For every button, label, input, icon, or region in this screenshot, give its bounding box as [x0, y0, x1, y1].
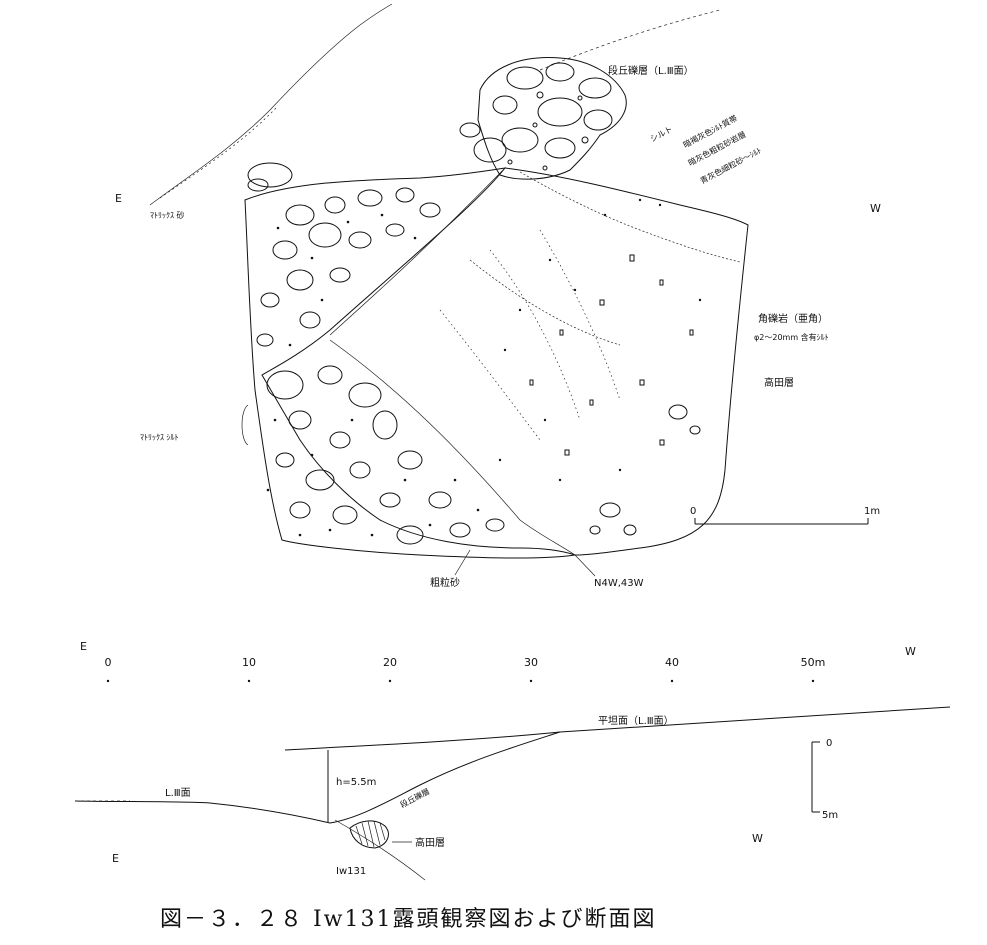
label-site: Iw131 [336, 866, 366, 877]
distance-tick-mark [529, 679, 533, 683]
profile-dir-west: W [905, 645, 916, 658]
scale-start: 0 [690, 506, 696, 517]
dir-east-upper: E [115, 192, 122, 205]
distance-axis: 0 10 20 30 40 50m [105, 656, 826, 683]
vscale-bottom: 5m [822, 810, 838, 821]
ground-profile [74, 731, 561, 824]
bracket-matrix-silt [241, 404, 249, 446]
scale-bar: 0 1m [690, 506, 880, 525]
label-matrix-sand: ﾏﾄﾘｯｸｽ 砂 [150, 210, 185, 220]
label-takata-profile: 高田層 [415, 836, 445, 849]
label-terrace-gravel-profile: 段丘礫層 [398, 786, 431, 810]
label-takata-formation: 高田層 [764, 376, 794, 389]
slope-line-dashed [159, 107, 277, 199]
outcrop-hatch [349, 820, 389, 849]
label-terrace-gravel: 段丘礫層（L.Ⅲ面） [608, 64, 694, 77]
distance-tick-label: 10 [242, 656, 256, 669]
terrace-gravel-cap [459, 57, 627, 180]
slope-line [149, 3, 393, 206]
takata-formation-zone [439, 167, 749, 556]
outcrop-sketch: E W 段丘礫層（L.Ⅲ面） シルト 暗褐灰色ｼﾙﾄ質帯 暗灰色粗粒砂岩層 青灰… [115, 3, 881, 589]
cross-section-profile: E W 0 10 20 30 40 50m 平坦面（L.Ⅲ面） h=5.5m L.Ⅲ面 段… [74, 640, 951, 881]
distance-tick-label: 40 [665, 656, 679, 669]
dir-west-upper: W [870, 202, 881, 215]
distance-tick-mark [811, 679, 815, 683]
distance-tick-label: 50m [801, 656, 826, 669]
flat-surface-line [284, 706, 951, 751]
figure-caption: 図－３．２８ Iw131露頭観察図および断面図 [160, 907, 657, 932]
label-flat-surface: 平坦面（L.Ⅲ面） [598, 714, 674, 727]
leader-strike-dip [574, 554, 596, 577]
label-breccia-size: φ2～20mm 含有ｼﾙﾄ [754, 332, 829, 342]
fault-line [334, 819, 426, 881]
profile-dir-west-bottom: W [752, 832, 763, 845]
distance-tick-label: 20 [383, 656, 397, 669]
vscale-top: 0 [826, 738, 832, 749]
distance-tick-mark [247, 679, 251, 683]
distance-tick-label: 30 [524, 656, 538, 669]
label-strike-dip: N4W,43W [594, 578, 644, 589]
distance-tick-mark [670, 679, 674, 683]
vertical-scale: 0 5m [811, 738, 838, 821]
label-terrace-face: L.Ⅲ面 [165, 788, 191, 799]
label-breccia: 角礫岩（亜角） [758, 312, 828, 325]
distance-tick-label: 0 [105, 656, 112, 669]
gravel-zone [244, 162, 576, 559]
top-dashed-line [539, 9, 721, 71]
label-silt: シルト [649, 125, 674, 144]
leader-coarse-sand [454, 549, 471, 576]
label-matrix-silt: ﾏﾄﾘｯｸｽ ｼﾙﾄ [140, 433, 179, 442]
label-coarse-sand: 粗粒砂 [430, 576, 460, 589]
profile-dir-east: E [80, 640, 87, 653]
distance-tick-mark [388, 679, 392, 683]
profile-dir-east-bottom: E [112, 852, 119, 865]
label-height: h=5.5m [336, 777, 376, 788]
scale-end: 1m [864, 506, 880, 517]
distance-tick-mark [106, 679, 110, 683]
